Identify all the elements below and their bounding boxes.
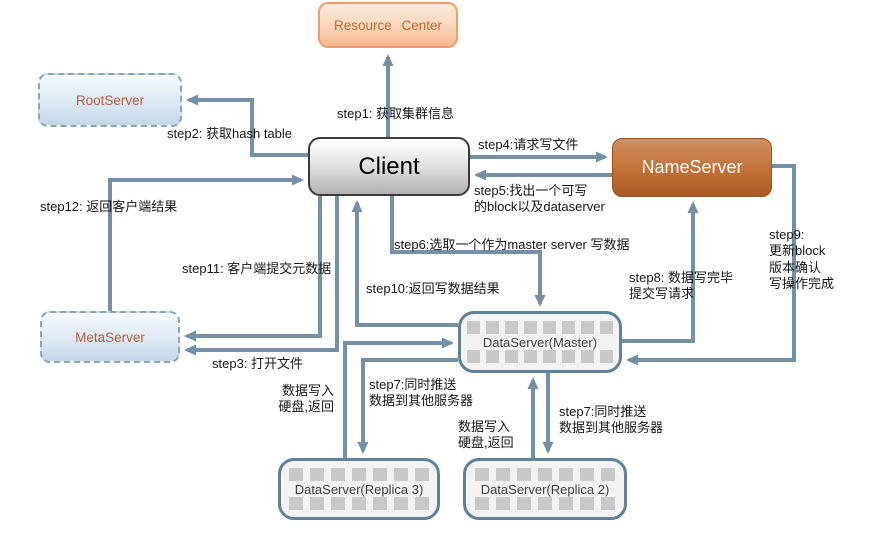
- dataserver-blocks-icon: [289, 468, 429, 481]
- node-client: Client: [308, 137, 470, 196]
- dataserver-blocks-icon: [475, 468, 615, 481]
- arrow-step12-metaserver-to-client: [108, 174, 304, 311]
- label-step4: step4:请求写文件: [478, 137, 579, 152]
- arrow-step10-master-to-client: [351, 200, 458, 327]
- arrow-step3-client-to-metaserver: [184, 196, 339, 356]
- dataserver-blocks-icon: [467, 350, 613, 363]
- arrow-step2-client-to-rootserver: [186, 94, 310, 157]
- label-step3: step3: 打开文件: [212, 356, 304, 371]
- label-step6: step6:选取一个作为master server 写数据: [394, 237, 630, 252]
- client-label: Client: [358, 152, 420, 180]
- label-disk-write-right: 数据写入 硬盘,返回: [458, 419, 514, 451]
- dataserver-blocks-icon: [289, 497, 429, 510]
- node-dataserver-master: DataServer(Master): [458, 311, 622, 373]
- node-name-server: NameServer: [612, 138, 772, 197]
- label-step9: step9: 更新block 版本确认 写操作完成: [769, 227, 835, 291]
- label-step10: step10:返回写数据结果: [366, 281, 500, 296]
- dataserver-replica3-label: DataServer(Replica 3): [294, 481, 424, 497]
- dataserver-master-label: DataServer(Master): [482, 334, 598, 350]
- arrow-step11-client-to-metaserver: [184, 196, 322, 342]
- label-step8: step8: 数据写完毕 提交写请求: [629, 270, 734, 302]
- node-meta-server: MetaServer: [40, 311, 180, 363]
- label-step12: step12: 返回客户端结果: [40, 199, 178, 214]
- name-server-label: NameServer: [641, 157, 743, 177]
- arrow-step9-nameserver-to-master: [626, 164, 796, 366]
- node-root-server: RootServer: [38, 73, 182, 127]
- meta-server-label: MetaServer: [75, 329, 145, 345]
- label-step11: step11: 客户端提交元数据: [182, 261, 332, 276]
- label-disk-write-left: 数据写入 硬盘,返回: [278, 383, 334, 415]
- label-step1: step1: 获取集群信息: [337, 106, 455, 121]
- label-step2: step2: 获取hash table: [167, 126, 293, 141]
- arrow-step7-master-to-replica3: [357, 358, 458, 454]
- label-step7-right: step7:同时推送 数据到其他服务器: [559, 404, 664, 436]
- dataserver-replica2-label: DataServer(Replica 2): [480, 481, 610, 497]
- node-dataserver-replica3: DataServer(Replica 3): [278, 458, 440, 520]
- node-resource-center: Resource Center: [318, 2, 458, 48]
- label-step7-left: step7:同时推送 数据到其他服务器: [369, 377, 474, 409]
- dataserver-blocks-icon: [475, 497, 615, 510]
- arrow-step8-master-to-nameserver: [622, 201, 699, 343]
- resource-center-label: Resource Center: [333, 17, 443, 33]
- node-dataserver-replica2: DataServer(Replica 2): [463, 458, 627, 520]
- arrow-step6-client-to-master: [390, 196, 546, 307]
- dataserver-blocks-icon: [467, 321, 613, 334]
- label-step5: step5:找出一个可写 的block以及dataserver: [474, 183, 605, 215]
- root-server-label: RootServer: [75, 92, 145, 108]
- arrow-diskreturn-replica3-to-master: [343, 337, 454, 458]
